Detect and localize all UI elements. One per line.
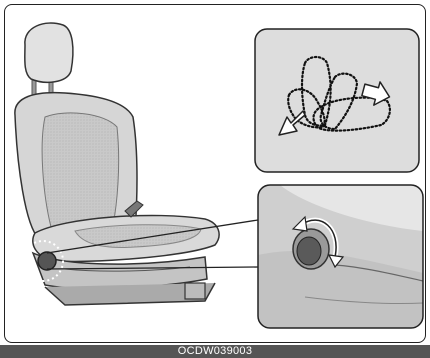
recline-motion-inset	[255, 29, 419, 172]
headrest	[25, 23, 73, 82]
seat-illustration	[15, 23, 219, 305]
illustration-panel	[4, 4, 426, 343]
figure-code: OCDW039003	[0, 345, 430, 358]
recline-knob	[38, 252, 56, 270]
seat-diagram-svg	[5, 5, 426, 343]
knob-zoom-inset	[258, 185, 423, 328]
